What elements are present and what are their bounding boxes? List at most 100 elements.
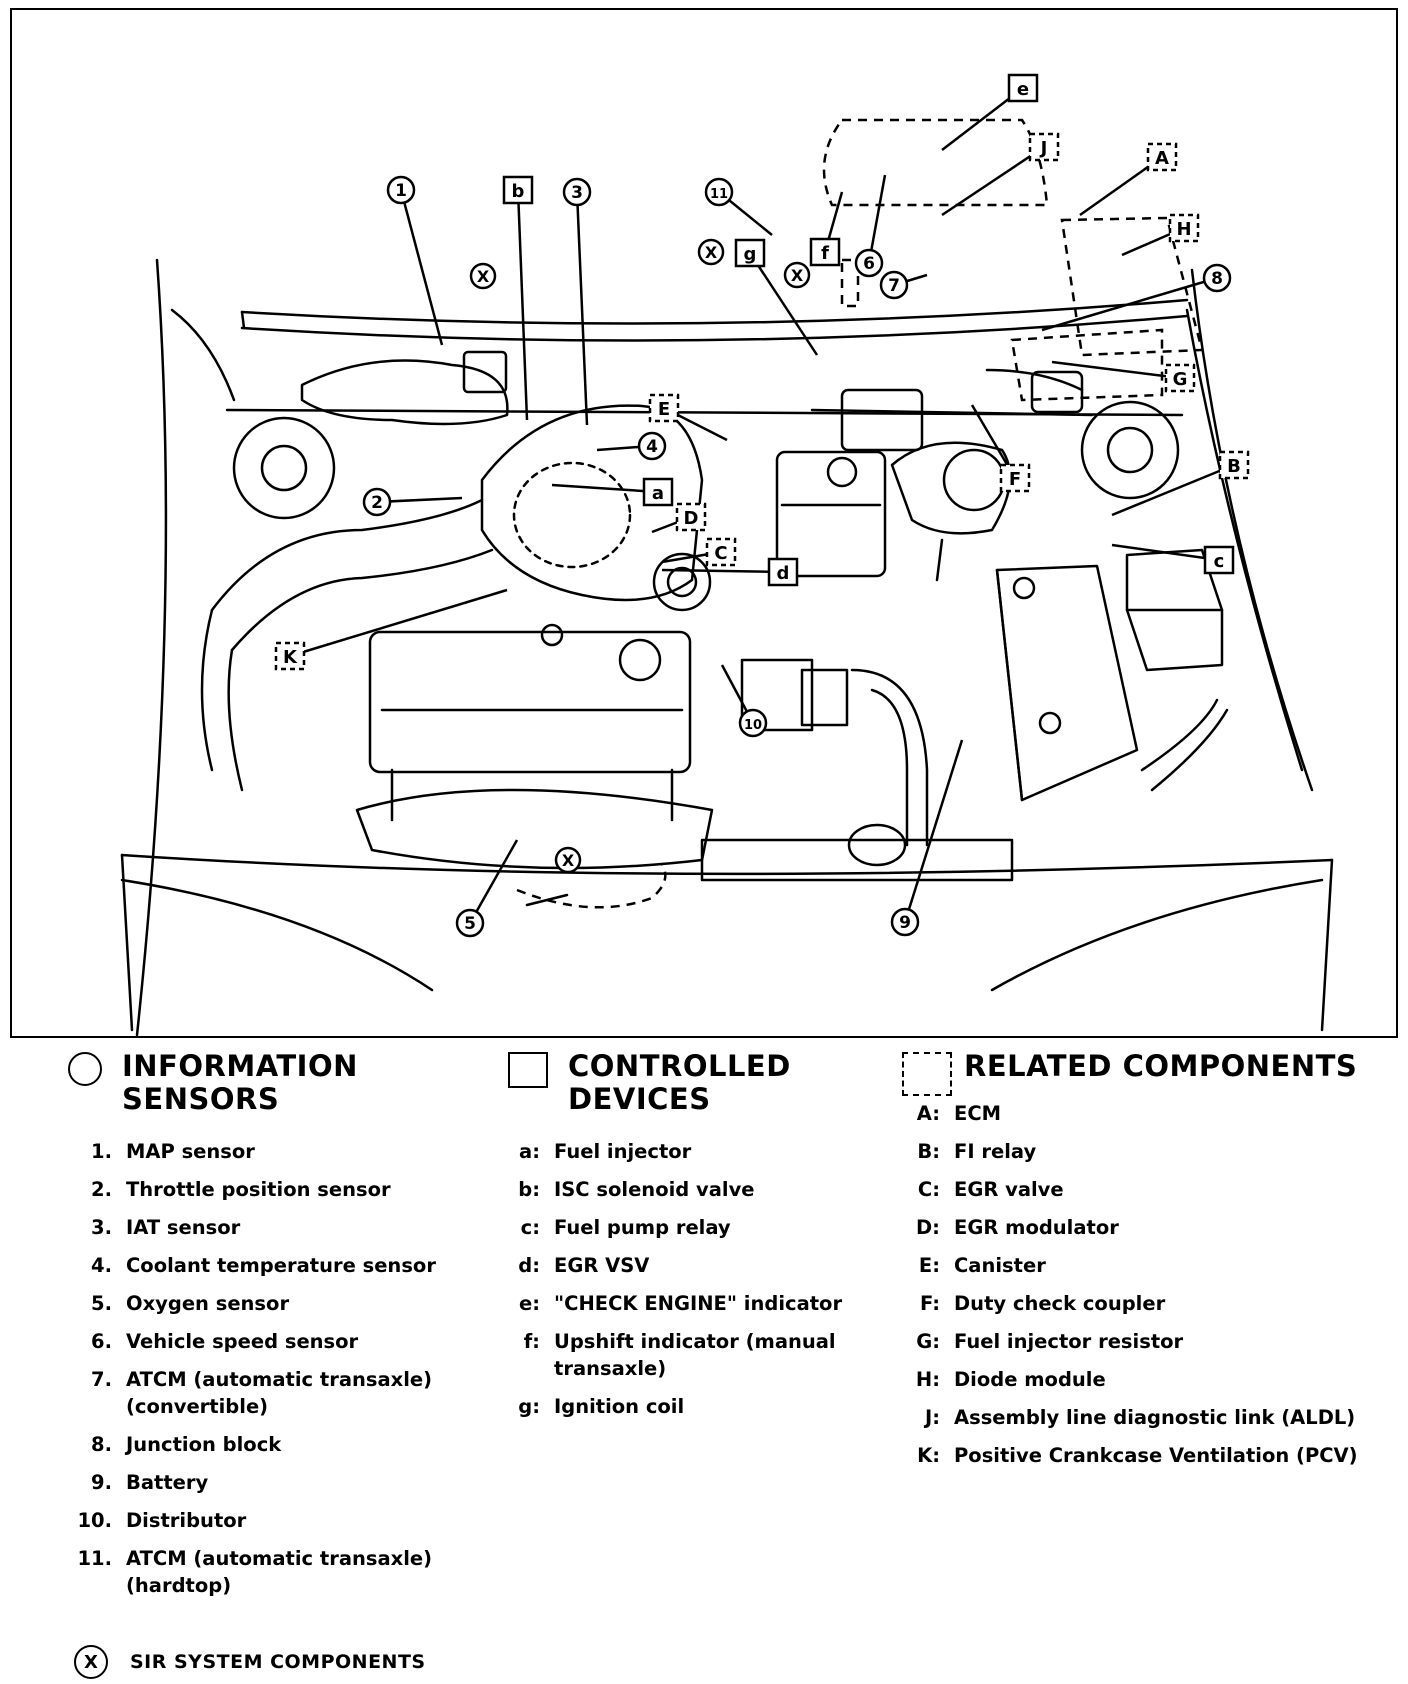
callout-label-F: F <box>1009 469 1021 490</box>
callout-label-C: C <box>714 543 727 564</box>
sensor-item: 4. Coolant temperature sensor <box>68 1252 488 1279</box>
sensor-item-key: 3. <box>91 1216 112 1239</box>
controlled-item: c:Fuel pump relay <box>508 1214 888 1241</box>
leader-line-K <box>289 588 508 658</box>
sensor-item-key: 10. <box>77 1509 112 1532</box>
related-item-key: D: <box>916 1216 940 1239</box>
related-item: F:Duty check coupler <box>902 1290 1362 1317</box>
related-item-key: K: <box>917 1444 940 1467</box>
sensor-item: 5.Oxygen sensor <box>68 1290 488 1317</box>
callout-circle-10 <box>738 708 768 738</box>
controlled-item-key: a: <box>519 1140 540 1163</box>
sir-mark-circle <box>554 846 582 874</box>
callout-label-sensor-4: 4 <box>646 437 658 457</box>
callout-label-K: K <box>283 647 298 668</box>
related-item-key: A: <box>916 1102 940 1125</box>
related-item: B:FI relay <box>902 1138 1362 1165</box>
sensor-item-key: 2. <box>91 1178 112 1201</box>
sensor-symbol-circle <box>68 1052 102 1086</box>
sensor-item: 10. Distributor <box>68 1507 488 1534</box>
sensor-item-key: 7. <box>91 1368 112 1391</box>
related-box-K <box>274 641 306 671</box>
related-symbol-dashed-box <box>902 1052 952 1096</box>
related-title: RELATED COMPONENTS <box>964 1049 1358 1083</box>
controlled-item-key: f: <box>523 1330 540 1353</box>
sensor-item-key: 6. <box>91 1330 112 1353</box>
sensor-item-text: Vehicle speed sensor <box>126 1330 359 1353</box>
related-item-key: C: <box>917 1178 940 1201</box>
sensor-item: 8.Junction block <box>68 1431 488 1458</box>
callout-circle-3 <box>562 177 592 207</box>
sensor-item-key: 9. <box>91 1471 112 1494</box>
related-item-key: G: <box>916 1330 940 1353</box>
sir-mark-label: X <box>562 851 575 870</box>
controlled-item: d:EGR VSV <box>508 1252 888 1279</box>
callout-circle-6 <box>854 248 884 278</box>
controlled-box-d <box>767 557 799 587</box>
sensor-item-text: Distributor <box>126 1509 247 1532</box>
callout-label-sensor-10: 10 <box>744 718 762 733</box>
sensor-item-text: Throttle position sensor <box>126 1178 391 1201</box>
sensor-item-text: Oxygen sensor <box>126 1292 290 1315</box>
sensor-item: 7.ATCM (automatic transaxle) (convertibl… <box>68 1366 488 1420</box>
controlled-box-b <box>502 175 534 205</box>
related-box-E <box>648 393 680 423</box>
sensor-item-key: 11. <box>77 1547 112 1570</box>
callout-label-a: a <box>652 483 664 504</box>
leader-line-sensor-8 <box>1041 276 1218 332</box>
callout-label-sensor-6: 6 <box>863 254 875 274</box>
sir-mark-label: X <box>477 267 490 286</box>
sir-mark-label: X <box>791 266 804 285</box>
callout-label-b: b <box>512 181 525 202</box>
related-item-key: J: <box>924 1406 940 1429</box>
callout-circle-11 <box>704 177 734 207</box>
controlled-box-g <box>734 238 766 268</box>
related-box-H <box>1168 213 1200 243</box>
sir-symbol: X <box>74 1645 108 1679</box>
controlled-title: CONTROLLED DEVICES <box>568 1050 791 1116</box>
callout-circle-8 <box>1202 263 1232 293</box>
sensor-item-key: 1. <box>91 1140 112 1163</box>
related-item: C: EGR valve <box>902 1176 1362 1203</box>
controlled-box-c <box>1203 545 1235 575</box>
callout-label-g: g <box>744 244 757 265</box>
related-item: E:Canister <box>902 1252 1362 1279</box>
sir-mark-circle <box>697 238 725 266</box>
related-box-F <box>999 463 1031 493</box>
leader-line-b <box>516 189 529 421</box>
controlled-item-text: Fuel injector <box>554 1140 692 1163</box>
callout-circle-2 <box>362 487 392 517</box>
sensor-item-key: 4. <box>91 1254 112 1277</box>
callout-label-d: d <box>777 563 790 584</box>
controlled-item-key: g: <box>518 1395 540 1418</box>
related-item-text: ECM <box>954 1102 1002 1125</box>
related-item-text: Fuel injector resistor <box>954 1330 1184 1353</box>
sensor-item: 3.IAT sensor <box>68 1214 488 1241</box>
leader-line-J <box>941 145 1045 217</box>
controlled-item-key: e: <box>518 1292 540 1315</box>
related-item: J:Assembly line diagnostic link (ALDL) <box>902 1404 1362 1431</box>
controlled-item-text: "CHECK ENGINE" indicator <box>554 1292 843 1315</box>
related-item-text: EGR valve <box>954 1178 1064 1201</box>
callout-label-sensor-5: 5 <box>464 914 476 934</box>
related-item-text: Diode module <box>954 1368 1106 1391</box>
controlled-item: a: Fuel injector <box>508 1138 888 1165</box>
callout-label-e: e <box>1017 79 1029 100</box>
callout-circle-4 <box>637 431 667 461</box>
sensor-item-text: Coolant temperature sensor <box>126 1254 436 1277</box>
leader-line-B <box>1111 463 1235 517</box>
controlled-item-key: d: <box>518 1254 540 1277</box>
related-item-text: Positive Crankcase Ventilation (PCV) <box>954 1444 1358 1467</box>
sensor-item: 9. Battery <box>68 1469 488 1496</box>
controlled-box-a <box>642 477 674 507</box>
leader-line-c <box>1111 543 1220 562</box>
callout-label-f: f <box>821 243 829 264</box>
related-item: G: Fuel injector resistor <box>902 1328 1362 1355</box>
sensors-title: INFORMATION SENSORS <box>122 1050 358 1116</box>
sensor-item-text: Battery <box>126 1471 209 1494</box>
